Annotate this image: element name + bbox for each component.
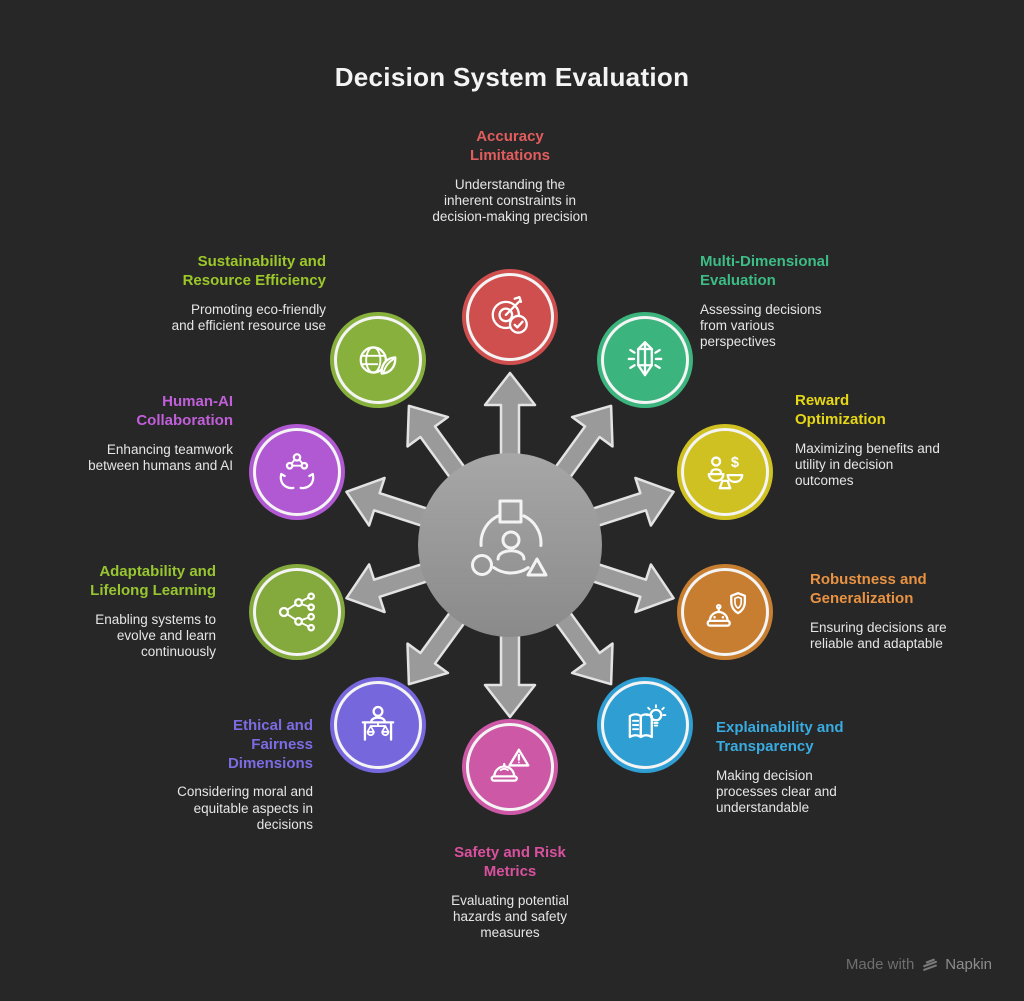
item-explainability-and-transparency: Explainability and Transparency Making d… xyxy=(716,719,886,817)
item-description: Enhancing teamwork between humans and AI xyxy=(88,441,233,473)
item-human-ai-collaboration: Human-AI Collaboration Enhancing teamwor… xyxy=(58,393,233,474)
item-title: Multi-Dimensional Evaluation xyxy=(700,253,830,289)
justice-scale-icon xyxy=(361,705,395,741)
hands-molecule-icon xyxy=(279,453,315,490)
node-ethical-and-fairness-dimensions xyxy=(334,681,422,769)
svg-text:$: $ xyxy=(731,455,739,471)
item-description: Evaluating potential hazards and safety … xyxy=(451,892,569,941)
item-title: Robustness and Generalization xyxy=(810,571,927,607)
node-explainability-and-transparency xyxy=(601,681,689,769)
item-description: Making decision processes clear and unde… xyxy=(716,767,837,816)
network-branch-icon xyxy=(278,592,315,632)
page-title: Decision System Evaluation xyxy=(334,62,690,92)
watermark: Made with Napkin xyxy=(846,956,992,973)
item-accuracy-limitations: Accuracy Limitations Understanding the i… xyxy=(425,128,595,226)
globe-leaf-icon xyxy=(359,346,397,375)
item-safety-and-risk-metrics: Safety and Risk Metrics Evaluating poten… xyxy=(420,844,600,942)
node-human-ai-collaboration xyxy=(253,428,341,516)
item-title: Sustainability and Resource Efficiency xyxy=(182,253,326,289)
node-safety-and-risk-metrics xyxy=(466,723,554,811)
item-description: Promoting eco-friendly and efficient res… xyxy=(171,301,326,333)
item-description: Enabling systems to evolve and learn con… xyxy=(95,611,216,660)
item-description: Maximizing benefits and utility in decis… xyxy=(795,440,940,489)
process-elements-icon xyxy=(471,499,548,577)
item-title: Safety and Risk Metrics xyxy=(454,844,566,880)
item-ethical-and-fairness-dimensions: Ethical and Fairness Dimensions Consider… xyxy=(123,717,313,834)
napkin-logo-icon xyxy=(923,958,938,971)
node-accuracy-limitations xyxy=(466,273,554,361)
robot-shield-icon xyxy=(706,592,747,627)
hardhat-warning-icon xyxy=(490,748,530,782)
item-multi-dimensional-evaluation: Multi-Dimensional Evaluation Assessing d… xyxy=(700,253,870,351)
item-adaptability-and-lifelong-learning: Adaptability and Lifelong Learning Enabl… xyxy=(41,563,216,661)
item-description: Considering moral and equitable aspects … xyxy=(177,784,313,833)
item-title: Ethical and Fairness Dimensions xyxy=(227,717,313,772)
item-description: Understanding the inherent constraints i… xyxy=(432,176,588,225)
item-title: Accuracy Limitations xyxy=(469,128,550,164)
item-title: Adaptability and Lifelong Learning xyxy=(90,563,216,599)
crystal-icon xyxy=(627,341,663,377)
node-adaptability-and-lifelong-learning xyxy=(253,568,341,656)
target-check-icon xyxy=(491,295,528,334)
item-description: Ensuring decisions are reliable and adap… xyxy=(810,619,947,651)
item-reward-optimization: Reward Optimization Maximizing benefits … xyxy=(795,392,945,490)
watermark-prefix: Made with xyxy=(845,956,915,973)
node-multi-dimensional-evaluation xyxy=(601,316,689,404)
item-robustness-and-generalization: Robustness and Generalization Ensuring d… xyxy=(810,571,970,652)
item-title: Human-AI Collaboration xyxy=(136,393,233,429)
item-title: Reward Optimization xyxy=(795,392,886,428)
item-title: Explainability and Transparency xyxy=(716,719,844,755)
watermark-brand: Napkin xyxy=(945,956,992,973)
node-robustness-and-generalization xyxy=(681,568,769,656)
node-reward-optimization: $ xyxy=(681,428,769,516)
node-sustainability-and-resource-efficiency xyxy=(334,316,422,404)
book-bulb-icon xyxy=(628,704,667,739)
hub-circle xyxy=(418,453,602,637)
item-sustainability-and-resource-efficiency: Sustainability and Resource Efficiency P… xyxy=(136,253,326,334)
item-description: Assessing decisions from various perspec… xyxy=(700,301,822,350)
balance-dollar-icon: $ xyxy=(707,455,744,490)
